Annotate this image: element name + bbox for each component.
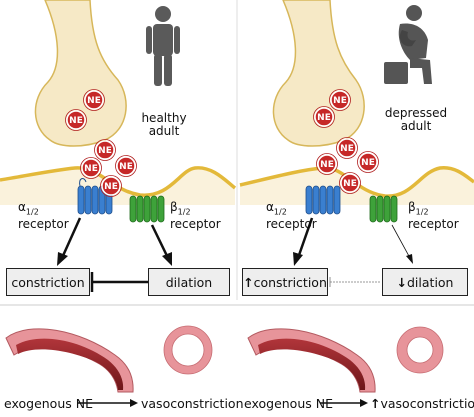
ne-molecule: NE — [339, 172, 361, 194]
arrowhead — [57, 252, 68, 266]
depressed-adult-icon — [384, 5, 432, 84]
ne-molecule: NE — [65, 109, 87, 131]
ne-molecule: NE — [80, 157, 102, 179]
alpha-receptor-label-right: α1/2 receptor — [266, 200, 317, 232]
ne-molecule: NE — [316, 153, 338, 175]
beta-to-dilation-arrow — [150, 224, 170, 259]
beta-receptor-right — [369, 195, 398, 223]
membrane-line — [239, 166, 474, 198]
exogenous-label-right: exogenous NE — [244, 396, 333, 411]
alpha-receptor-right — [305, 185, 341, 215]
arrowhead — [360, 399, 368, 407]
ne-molecule: NE — [336, 137, 358, 159]
vessel-cross-section-right — [396, 326, 444, 374]
vasoconstriction-label-right: ↑vasoconstriction — [370, 396, 474, 411]
alpha-to-constriction-arrow — [296, 217, 314, 259]
healthy-label: healthy adult — [141, 111, 187, 138]
ne-label: NE — [119, 162, 133, 172]
vasoconstriction-label-left: vasoconstriction — [141, 396, 244, 411]
healthy-panel — [0, 0, 237, 292]
ne-label: NE — [104, 182, 118, 192]
depressed-label: depressed adult — [384, 106, 448, 133]
vessel-cross-section-left — [163, 325, 213, 375]
ne-molecule: NE — [94, 139, 116, 161]
alpha-receptor-label-left: α1/2 receptor — [18, 200, 69, 232]
beta-to-dilation-arrow-weak — [391, 224, 411, 259]
ne-label: NE — [333, 96, 347, 106]
ne-molecule: NE — [100, 175, 122, 197]
ne-label: NE — [69, 116, 83, 126]
up-arrow: ↑ — [243, 274, 254, 290]
ne-label: NE — [98, 146, 112, 156]
blood-vessel-left — [5, 328, 134, 393]
membrane-line — [0, 166, 237, 197]
blood-vessel-right — [247, 328, 376, 393]
ne-molecule: NE — [313, 106, 335, 128]
postsynaptic-membrane — [0, 167, 235, 205]
ne-molecule: NE — [83, 89, 105, 111]
dilation-box-right: ↓dilation — [382, 268, 468, 296]
arrowhead — [130, 399, 138, 407]
beta-receptor-label-left: β1/2 receptor — [170, 200, 221, 232]
arrowhead — [162, 252, 172, 266]
ne-label: NE — [361, 158, 375, 168]
presynaptic-neuron — [34, 0, 127, 147]
up-arrow: ↑ — [370, 396, 381, 411]
ne-label: NE — [84, 164, 98, 174]
down-arrow: ↓ — [396, 274, 407, 290]
dilation-box-left: dilation — [148, 268, 230, 296]
ne-label: NE — [87, 96, 101, 106]
ne-label: NE — [343, 179, 357, 189]
beta-receptor-left — [129, 195, 165, 223]
constriction-box-right: ↑constriction — [242, 268, 328, 296]
depressed-panel — [239, 0, 474, 287]
constriction-box-left: constriction — [6, 268, 90, 296]
beta-receptor-label-right: β1/2 receptor — [408, 200, 459, 232]
ne-molecule: NE — [115, 155, 137, 177]
arrowhead — [293, 252, 303, 266]
arrowhead — [406, 254, 413, 264]
healthy-adult-icon — [146, 6, 180, 86]
alpha-receptor-left — [77, 178, 113, 215]
ne-label: NE — [340, 144, 354, 154]
ne-molecule: NE — [357, 151, 379, 173]
ne-label: NE — [317, 113, 331, 123]
ne-molecule: NE — [329, 89, 351, 111]
exogenous-label-left: exogenous NE — [4, 396, 93, 411]
alpha-to-constriction-arrow — [60, 217, 82, 259]
ne-label: NE — [320, 160, 334, 170]
